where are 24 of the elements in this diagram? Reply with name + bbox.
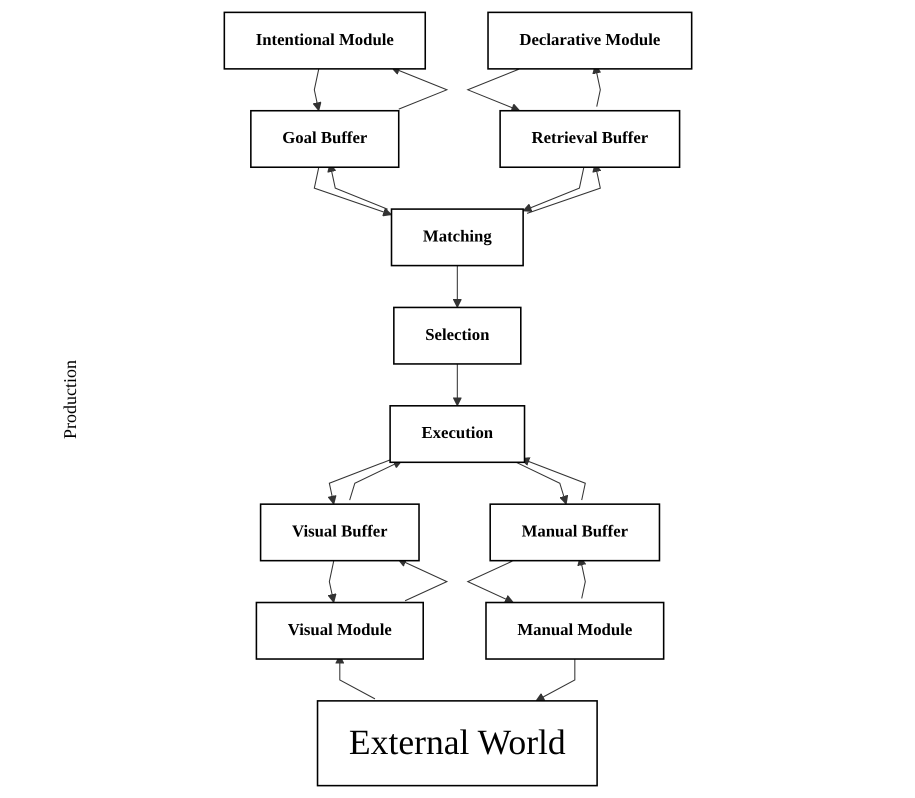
node-box: Intentional Module [223,12,426,70]
arrow [313,167,392,216]
node-box: External World [316,700,598,786]
arrow [466,68,520,112]
arrow [466,560,514,604]
node-box: Visual Module [255,602,424,660]
node-box: Matching [390,208,524,266]
node-box: Manual Buffer [488,503,660,562]
node-box: Goal Buffer [250,110,400,168]
arrow [452,364,462,406]
side-label: Production [60,360,81,438]
arrow [327,560,336,603]
node-box: Declarative Module [486,12,692,70]
arrow [312,68,322,112]
arrow [515,462,568,505]
arrow [522,167,584,212]
arrow [327,459,390,505]
node-box: Selection [392,306,522,365]
arrow [452,266,462,308]
node-box: Retrieval Buffer [498,110,680,168]
node-box: Execution [388,405,525,464]
node-box: Visual Buffer [259,503,420,562]
arrow [535,659,575,702]
node-box: Manual Module [484,602,664,660]
